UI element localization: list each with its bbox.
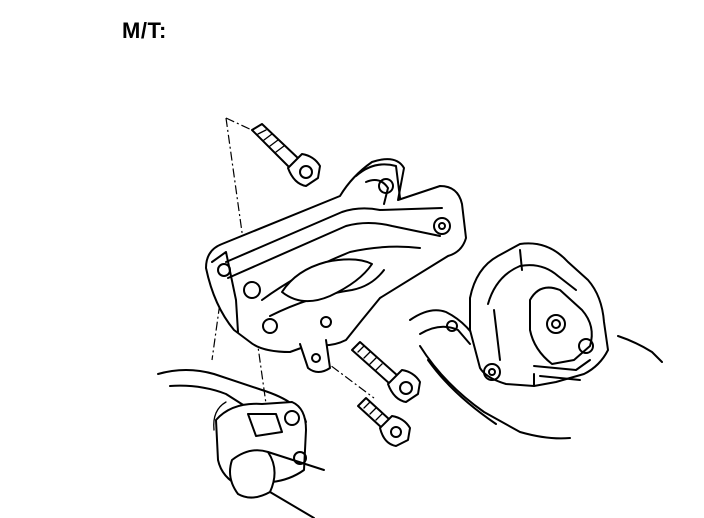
rubber-mount-frame bbox=[409, 242, 663, 440]
transmission-type-label: M/T: bbox=[122, 18, 167, 43]
transmission-case bbox=[157, 369, 325, 518]
mount-bracket bbox=[205, 158, 467, 373]
bolt-lower-right bbox=[351, 341, 421, 403]
bolt-bottom bbox=[357, 397, 411, 447]
bolt-upper-left bbox=[251, 123, 321, 187]
